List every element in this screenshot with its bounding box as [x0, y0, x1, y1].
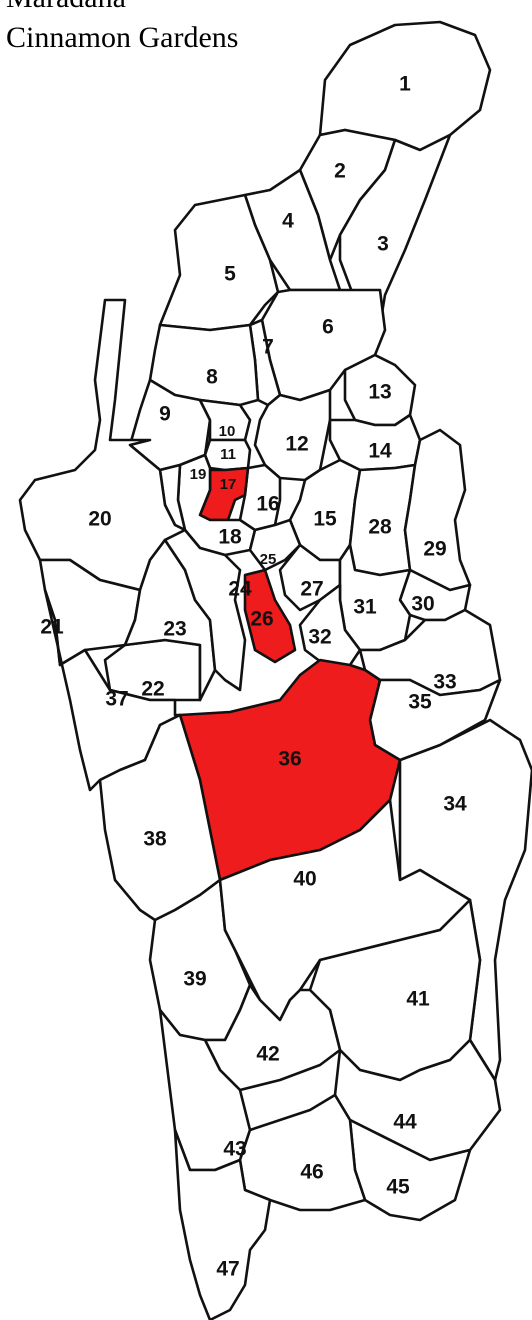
ward-label-13: 13 — [368, 381, 391, 404]
map-caption: Maradana Cinnamon Gardens — [6, 0, 238, 58]
ward-label-36: 36 — [278, 748, 301, 771]
ward-label-41: 41 — [406, 988, 430, 1011]
ward-label-34: 34 — [443, 793, 467, 816]
ward-label-23: 23 — [163, 618, 186, 641]
ward-label-2: 2 — [334, 160, 346, 183]
ward-label-22: 22 — [141, 678, 164, 701]
ward-label-28: 28 — [368, 516, 392, 539]
ward-label-15: 15 — [313, 508, 337, 531]
ward-label-1: 1 — [399, 73, 411, 96]
ward-label-29: 29 — [423, 538, 446, 561]
ward-label-16: 16 — [256, 493, 279, 516]
ward-label-14: 14 — [368, 440, 392, 463]
ward-label-38: 38 — [143, 828, 167, 851]
ward-47 — [173, 1128, 272, 1320]
ward-25 — [248, 518, 302, 572]
ward-label-32: 32 — [308, 626, 331, 649]
ward-label-27: 27 — [300, 578, 323, 601]
ward-label-4: 4 — [282, 210, 294, 233]
ward-42 — [203, 983, 342, 1092]
ward-label-7: 7 — [262, 336, 274, 359]
ward-label-20: 20 — [88, 508, 111, 531]
ward-label-47: 47 — [216, 1258, 239, 1281]
ward-label-43: 43 — [223, 1138, 246, 1161]
ward-label-6: 6 — [322, 316, 334, 339]
ward-label-8: 8 — [206, 366, 218, 389]
ward-24 — [163, 528, 247, 692]
ward-label-3: 3 — [377, 233, 389, 256]
ward-label-18: 18 — [218, 526, 242, 549]
ward-label-24: 24 — [228, 578, 252, 601]
ward-4 — [243, 168, 342, 292]
ward-label-42: 42 — [256, 1043, 279, 1066]
ward-label-45: 45 — [386, 1176, 410, 1199]
ward-label-10: 10 — [219, 423, 236, 440]
ward-label-11: 11 — [220, 446, 236, 463]
ward-label-17: 17 — [220, 476, 237, 493]
caption-line-cinnamon-gardens: Cinnamon Gardens — [6, 21, 239, 54]
ward-label-25: 25 — [260, 551, 277, 568]
ward-label-46: 46 — [300, 1161, 323, 1184]
ward-label-39: 39 — [183, 968, 206, 991]
ward-label-31: 31 — [353, 596, 377, 619]
ward-label-44: 44 — [393, 1111, 417, 1134]
ward-label-19: 19 — [190, 466, 207, 483]
ward-label-9: 9 — [159, 403, 171, 426]
ward-polygons — [18, 20, 532, 1320]
ward-label-5: 5 — [224, 263, 236, 286]
ward-label-40: 40 — [293, 868, 316, 891]
ward-46 — [238, 1093, 367, 1212]
ward-label-37: 37 — [105, 688, 128, 711]
caption-line-maradana: Maradana — [6, 0, 238, 18]
ward-26-highlighted — [243, 568, 297, 664]
ward-label-30: 30 — [411, 593, 434, 616]
ward-label-21: 21 — [40, 616, 64, 639]
ward-32 — [298, 583, 362, 667]
ward-label-12: 12 — [285, 433, 308, 456]
ward-label-33: 33 — [433, 671, 456, 694]
ward-label-35: 35 — [408, 691, 432, 714]
ward-label-26: 26 — [250, 608, 273, 631]
